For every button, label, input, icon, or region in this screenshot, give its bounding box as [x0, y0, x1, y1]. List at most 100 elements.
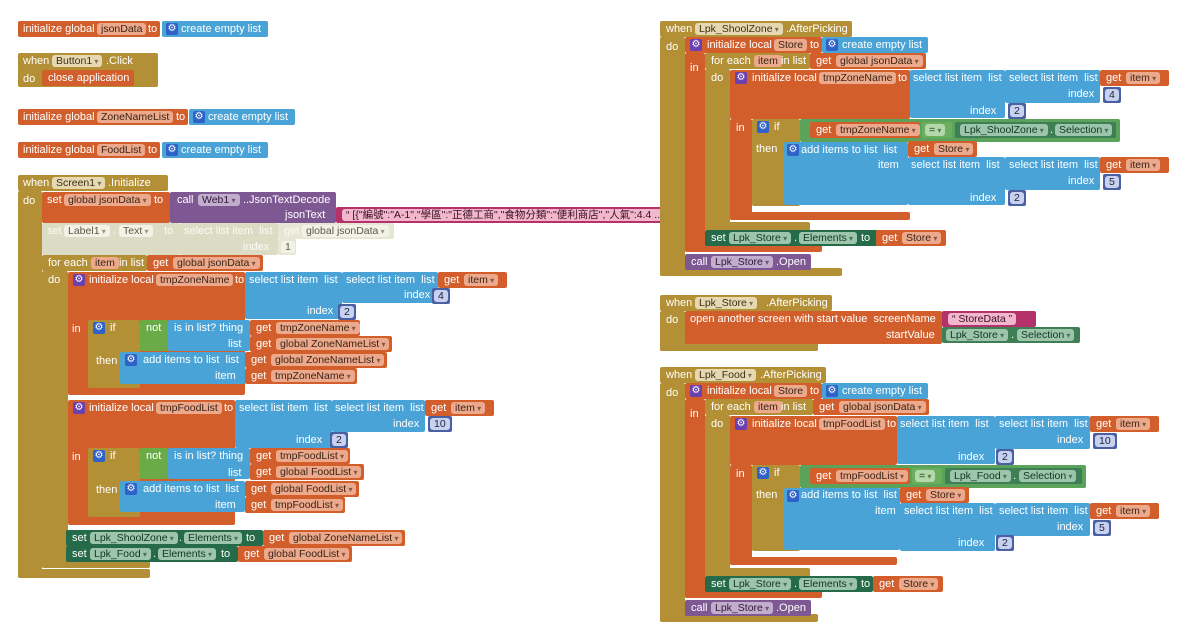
gear-mutator-icon[interactable]: ⚙: [93, 322, 105, 334]
lpk-food-dropdown[interactable]: Lpk_Food: [90, 548, 151, 560]
tmpzonename-field[interactable]: tmpZoneName: [156, 274, 234, 286]
disabled-block[interactable]: [180, 223, 278, 255]
web1-dropdown[interactable]: Web1: [198, 194, 240, 206]
control-block[interactable]: [660, 37, 685, 276]
item-dropdown[interactable]: item: [1116, 418, 1151, 430]
control-block[interactable]: [18, 191, 42, 578]
n4-field[interactable]: 4: [434, 290, 448, 302]
item-field[interactable]: item: [754, 55, 782, 67]
global-zonenamelist-dropdown[interactable]: global ZoneNameList: [276, 338, 390, 350]
eq-dropdown[interactable]: =: [925, 124, 946, 136]
lpk-store-dropdown[interactable]: Lpk_Store: [711, 602, 774, 614]
store-field[interactable]: Store: [774, 385, 808, 397]
store-dropdown[interactable]: Store: [934, 143, 974, 155]
add-items-block[interactable]: [784, 488, 900, 550]
list-block[interactable]: [995, 416, 1090, 449]
global-foodlist-dropdown[interactable]: global FoodList: [271, 483, 357, 495]
store-dropdown[interactable]: Store: [926, 489, 966, 501]
list-block[interactable]: [897, 416, 995, 464]
gear-mutator-icon[interactable]: ⚙: [735, 72, 747, 84]
global-jsondata-dropdown[interactable]: global jsonData: [836, 55, 923, 67]
n2-field[interactable]: 2: [1010, 192, 1024, 204]
lpk-food-dropdown[interactable]: Lpk_Food: [950, 470, 1011, 482]
list-block[interactable]: [245, 272, 342, 319]
open-another-screen-block[interactable]: [685, 311, 942, 344]
variable-block[interactable]: [685, 590, 822, 598]
tmpfoodlist-field[interactable]: tmpFoodList: [819, 418, 885, 430]
lpk-store-dropdown[interactable]: Lpk_Store: [711, 256, 774, 268]
list-block[interactable]: [822, 37, 928, 53]
control-block[interactable]: [705, 568, 810, 577]
item-field[interactable]: item: [754, 401, 782, 413]
foodlist-field[interactable]: FoodList: [97, 144, 146, 156]
gear-mutator-icon[interactable]: ⚙: [690, 39, 702, 51]
control-block[interactable]: [660, 343, 818, 351]
control-block[interactable]: [705, 415, 730, 577]
list-block[interactable]: [168, 320, 250, 351]
tmpzonename-dropdown[interactable]: tmpZoneName: [836, 124, 920, 136]
gear-mutator-icon[interactable]: ⚙: [757, 467, 769, 479]
n10-field[interactable]: 10: [430, 418, 450, 430]
control-block[interactable]: [705, 69, 730, 231]
item-dropdown[interactable]: item: [451, 402, 486, 414]
list-block[interactable]: [189, 109, 295, 125]
n5-field[interactable]: 5: [1095, 522, 1109, 534]
list-block[interactable]: [910, 70, 1005, 118]
label1-dropdown[interactable]: Label1: [64, 225, 110, 237]
item-dropdown[interactable]: item: [464, 274, 499, 286]
gear-mutator-icon[interactable]: ⚙: [166, 23, 178, 35]
selection-dropdown[interactable]: Selection: [1055, 124, 1113, 136]
list-block[interactable]: [342, 272, 438, 303]
global-zonenamelist-dropdown[interactable]: global ZoneNameList: [271, 354, 385, 366]
variable-block[interactable]: [730, 212, 910, 220]
n1-field[interactable]: 1: [281, 241, 295, 253]
n2-field[interactable]: 2: [340, 306, 354, 318]
tmpfoodlist-dropdown[interactable]: tmpFoodList: [836, 470, 909, 482]
gear-mutator-icon[interactable]: ⚙: [757, 121, 769, 133]
button1-dropdown[interactable]: Button1: [52, 55, 103, 67]
list-block[interactable]: [162, 21, 268, 37]
close-application-block[interactable]: [42, 70, 134, 86]
variable-block[interactable]: [730, 119, 752, 220]
add-items-block[interactable]: [120, 352, 245, 384]
tmpzonename-field[interactable]: tmpZoneName: [819, 72, 897, 84]
lpk-food-dropdown[interactable]: Lpk_Food: [695, 369, 756, 381]
item-dropdown[interactable]: item: [1126, 159, 1161, 171]
control-block[interactable]: [18, 569, 150, 578]
tmpfoodlist-field[interactable]: tmpFoodList: [156, 402, 222, 414]
lpk-store-dropdown[interactable]: Lpk_Store: [729, 578, 792, 590]
control-block[interactable]: [660, 383, 685, 622]
list-block[interactable]: [822, 383, 928, 399]
list-block[interactable]: [235, 400, 332, 448]
variable-block[interactable]: [730, 557, 897, 565]
global-jsondata-dropdown[interactable]: global jsonData: [64, 194, 151, 206]
elements-dropdown[interactable]: Elements: [799, 232, 858, 244]
lpk-shoolzone-dropdown[interactable]: Lpk_ShoolZone: [695, 23, 783, 35]
elements-dropdown[interactable]: Elements: [184, 532, 243, 544]
text-dropdown[interactable]: Text: [119, 225, 153, 237]
n4-field[interactable]: 4: [1105, 89, 1119, 101]
n2-field[interactable]: 2: [998, 451, 1012, 463]
gear-mutator-icon[interactable]: ⚙: [73, 274, 85, 286]
lpk-store-dropdown[interactable]: Lpk_Store: [946, 329, 1009, 341]
gear-mutator-icon[interactable]: ⚙: [787, 144, 799, 156]
global-foodlist-dropdown[interactable]: global FoodList: [276, 466, 362, 478]
list-block[interactable]: [908, 157, 1005, 205]
n10-field[interactable]: 10: [1095, 435, 1115, 447]
control-block[interactable]: [660, 268, 842, 276]
gear-mutator-icon[interactable]: ⚙: [193, 111, 205, 123]
elements-dropdown[interactable]: Elements: [158, 548, 217, 560]
list-block[interactable]: [1005, 157, 1100, 190]
control-block[interactable]: [42, 560, 150, 568]
control-block[interactable]: [705, 222, 810, 231]
screen1-dropdown[interactable]: Screen1: [52, 177, 106, 189]
n5-field[interactable]: 5: [1105, 176, 1119, 188]
gear-mutator-icon[interactable]: ⚙: [125, 354, 137, 366]
n2-field[interactable]: 2: [332, 434, 346, 446]
gear-mutator-icon[interactable]: ⚙: [690, 385, 702, 397]
not-block[interactable]: [140, 448, 168, 479]
selection-dropdown[interactable]: Selection: [1017, 329, 1075, 341]
gear-mutator-icon[interactable]: ⚙: [787, 490, 799, 502]
gear-mutator-icon[interactable]: ⚙: [93, 450, 105, 462]
tmpzonename-dropdown[interactable]: tmpZoneName: [276, 322, 360, 334]
